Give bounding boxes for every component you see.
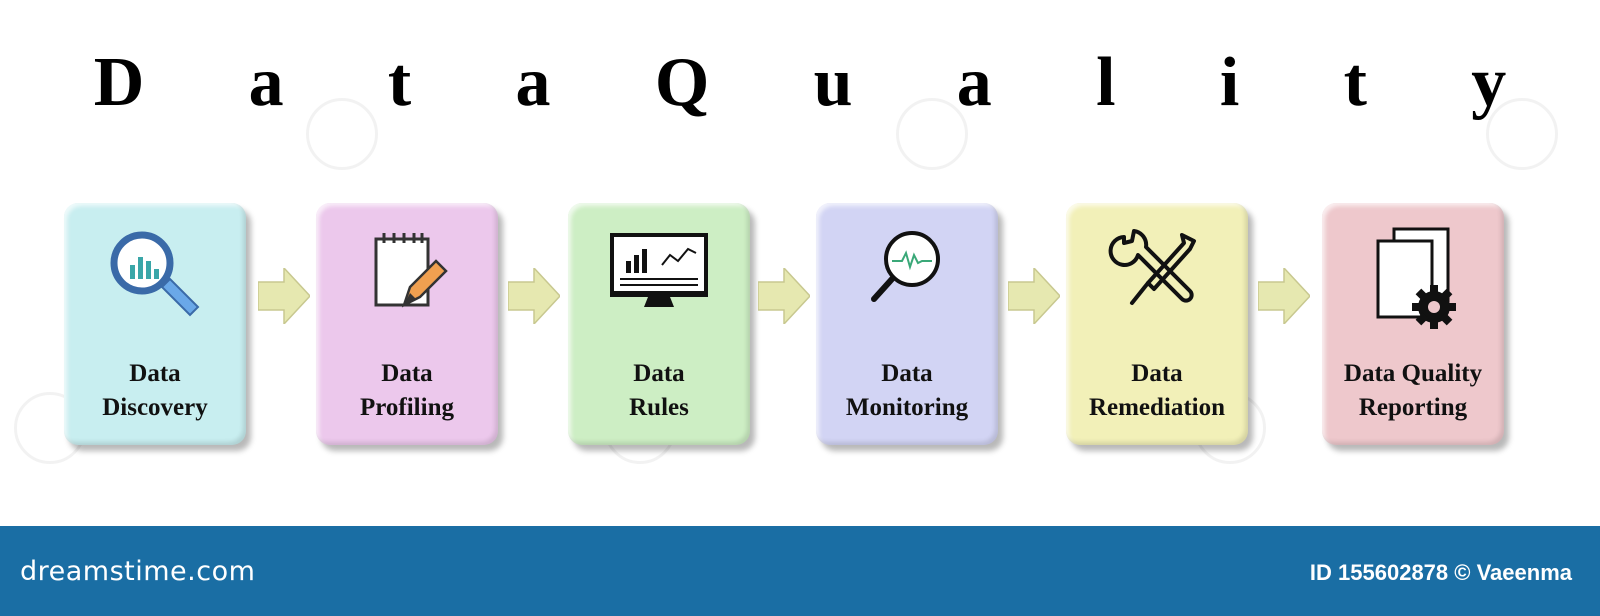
documents-gear-icon [1322, 225, 1504, 329]
step-label: Data Rules [629, 360, 689, 421]
step-label: Data Discovery [102, 360, 208, 421]
monitor-dashboard-icon [568, 225, 750, 325]
arrow-right-icon [758, 268, 810, 324]
watermark-logo [306, 98, 378, 170]
watermark-logo [1486, 98, 1558, 170]
magnifier-chart-icon [64, 225, 246, 325]
arrow-right-icon [258, 268, 310, 324]
step-card-data-quality-reporting: Data Quality Reporting [1322, 203, 1504, 445]
step-label: Data Remediation [1088, 360, 1226, 421]
watermark-logo [896, 98, 968, 170]
step-card-data-discovery: Data Discovery [64, 203, 246, 445]
arrow-right-icon [508, 268, 560, 324]
step-card-data-remediation: Data Remediation [1066, 203, 1248, 445]
wrench-screwdriver-icon [1066, 225, 1248, 325]
magnifier-pulse-icon [816, 225, 998, 325]
arrow-right-icon [1008, 268, 1060, 324]
page-title: D a t a Q u a l i t y [93, 44, 1550, 121]
step-label: Data Profiling [360, 360, 454, 421]
notepad-pencil-icon [316, 225, 498, 325]
step-label: Data Quality Reporting [1343, 360, 1483, 421]
step-label: Data Monitoring [845, 360, 969, 421]
arrow-right-icon [1258, 268, 1310, 324]
step-card-data-profiling: Data Profiling [316, 203, 498, 445]
footer-bar: dreamstime.com ID 155602878 © Vaeenma [0, 526, 1600, 616]
step-card-data-rules: Data Rules [568, 203, 750, 445]
step-card-data-monitoring: Data Monitoring [816, 203, 998, 445]
image-credit: ID 155602878 © Vaeenma [1309, 560, 1572, 585]
brand-logo: dreamstime.com [20, 556, 256, 587]
